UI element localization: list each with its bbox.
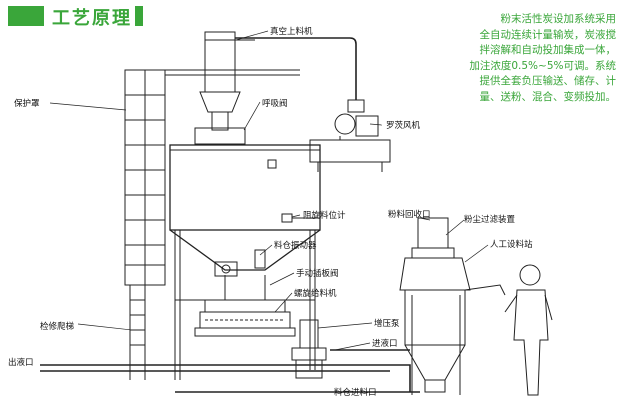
liquid-pipes [40,349,420,393]
label-vacuum-loader: 真空上料机 [270,27,313,37]
label-manual-station: 人工设料站 [490,240,533,250]
leader-lines [49,30,489,351]
label-dust-recovery: 粉料回收口 [388,210,431,220]
label-level-gauge: 阻旋料位计 [303,211,346,221]
header: 工艺原理 [0,0,622,40]
roots-blower [309,99,391,172]
description-line: 粉末活性炭设加系统采用 [500,13,617,25]
description-line: 全自动连续计量输炭，炭液搅 [479,28,617,41]
label-material-inlet: 料仓进料口 [334,388,377,398]
label-screw-feeder: 螺旋给料机 [294,289,337,299]
label-dust-filter: 粉尘过滤装置 [464,215,516,225]
booster-pump [291,319,327,379]
description: 粉末活性炭设加系统采用 全自动连续计量输炭，炭液搅 拌溶解和自动投加集成一体， … [420,12,616,105]
header-bar-right [135,6,143,26]
label-bin-vibrator: 料仓振动器 [274,241,317,251]
label-breather-valve: 呼吸阀 [262,99,288,109]
silo [169,144,321,380]
operator-figure [504,264,553,396]
breather-valve-marker [267,159,277,169]
bin-vibrator [214,249,266,277]
header-bar-left [8,6,44,26]
label-manual-gate: 手动插板阀 [296,269,339,279]
label-ladder: 检修爬梯 [40,322,75,332]
level-gauge [281,213,320,223]
label-roots-blower: 罗茨风机 [386,121,421,131]
label-liquid-inlet: 进液口 [372,339,398,349]
description-line: 加注浓度0.5%~5%可调。系统 [469,59,616,72]
label-booster-pump: 增压泵 [374,319,400,329]
label-guard: 保护罩 [14,99,40,109]
description-line: 提供全套负压输送、储存、计 [479,75,617,87]
ladder [129,285,146,380]
label-liquid-outlet: 出液口 [8,358,34,368]
description-line: 量、送粉、混合、变频投加。 [479,90,617,103]
page-title: 工艺原理 [52,8,132,29]
vacuum-pipe [235,37,357,100]
vacuum-loader [194,31,255,145]
description-line: 拌溶解和自动投加集成一体， [479,44,617,56]
feeder-assembly [194,275,296,337]
